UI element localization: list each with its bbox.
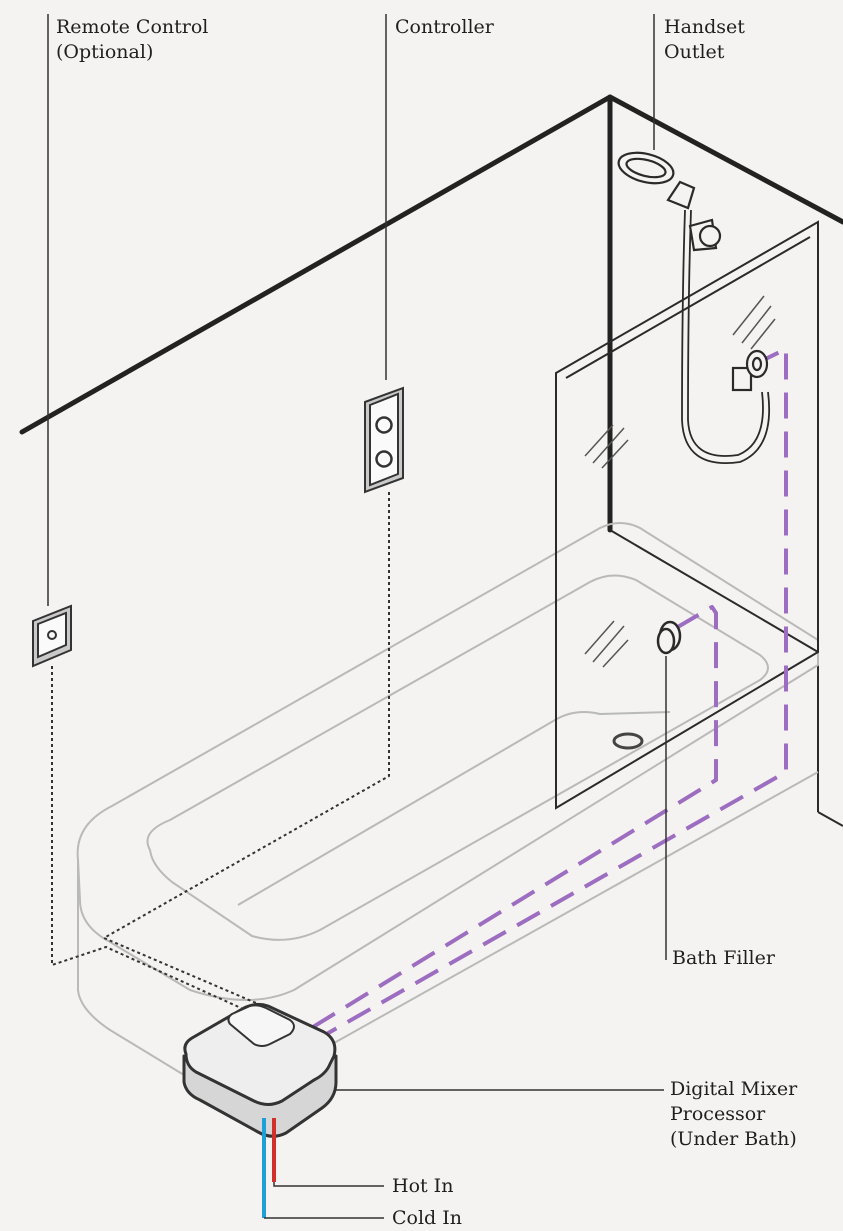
glass-screen: [555, 220, 819, 810]
cold-in-label: Cold In: [392, 1207, 462, 1229]
digital-mixer-label: Digital Mixer Processor (Under Bath): [670, 1078, 798, 1150]
wall-outlet-icon: [731, 349, 769, 392]
remote-control-label: Remote Control (Optional): [56, 16, 209, 63]
digital-mixer-box: [182, 1002, 338, 1138]
shower-handset-icon: [617, 151, 722, 252]
bath-filler-label: Bath Filler: [672, 947, 775, 969]
label-leaders: [47, 14, 667, 1219]
wall-lines: [19, 94, 843, 533]
bathtub: [76, 522, 819, 1089]
controller-label: Controller: [395, 16, 494, 38]
control-wiring: [51, 492, 390, 1014]
water-pipes: [301, 347, 788, 1050]
right-wall: [609, 222, 843, 827]
shower-hose: [681, 209, 771, 464]
bath-filler-icon: [656, 620, 682, 655]
remote-control-icon: [32, 604, 72, 668]
drain: [612, 732, 644, 750]
handset-outlet-label: Handset Outlet: [664, 16, 745, 63]
controller-icon: [364, 386, 404, 494]
glass-highlights: [584, 295, 776, 668]
hot-in-label: Hot In: [392, 1175, 454, 1197]
